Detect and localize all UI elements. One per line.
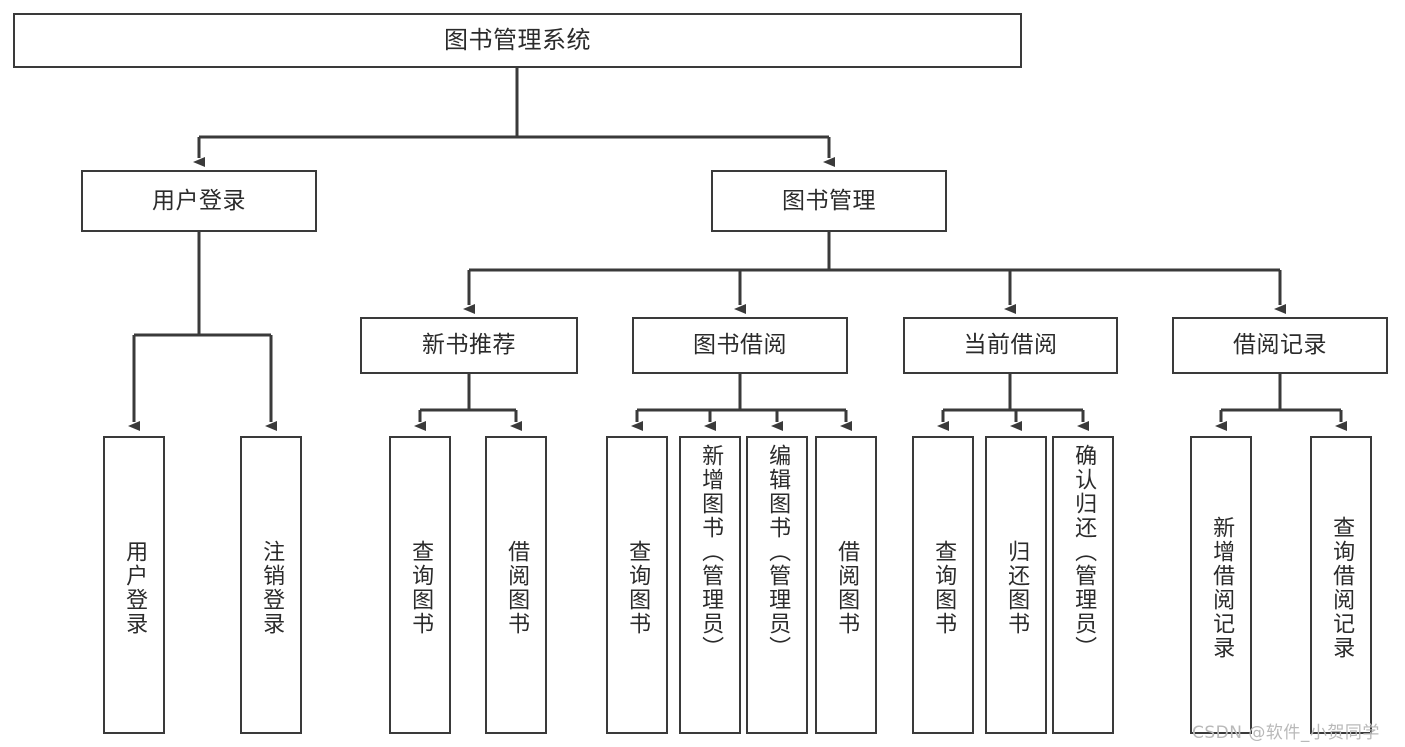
leaf-node[interactable]: 用户登录 xyxy=(103,436,165,734)
node-new-book-recommend[interactable]: 新书推荐 xyxy=(360,317,578,374)
leaf-node-label: 新增图书（管理员） xyxy=(698,444,724,660)
node-borrow-record[interactable]: 借阅记录 xyxy=(1172,317,1388,374)
leaf-node[interactable]: 查询借阅记录 xyxy=(1310,436,1372,734)
leaf-node-label: 查询图书 xyxy=(408,540,434,636)
leaf-node-label: 归还图书 xyxy=(1004,540,1030,636)
leaf-node[interactable]: 确认归还（管理员） xyxy=(1052,436,1114,734)
leaf-node-label: 编辑图书（管理员） xyxy=(765,444,791,660)
csdn-watermark: CSDN @软件_小贺同学 xyxy=(1192,723,1380,743)
leaf-node-label: 新增借阅记录 xyxy=(1209,516,1235,660)
leaf-node[interactable]: 借阅图书 xyxy=(485,436,547,734)
leaf-node-label: 借阅图书 xyxy=(834,540,860,636)
node-book-borrow[interactable]: 图书借阅 xyxy=(632,317,848,374)
node-book-management[interactable]: 图书管理 xyxy=(711,170,947,232)
leaf-node-label: 确认归还（管理员） xyxy=(1071,444,1097,660)
node-root-system[interactable]: 图书管理系统 xyxy=(13,13,1022,68)
leaf-node[interactable]: 归还图书 xyxy=(985,436,1047,734)
leaf-node[interactable]: 借阅图书 xyxy=(815,436,877,734)
leaf-node[interactable]: 查询图书 xyxy=(389,436,451,734)
leaf-node-label: 用户登录 xyxy=(122,540,148,636)
leaf-node-label: 查询图书 xyxy=(625,540,651,636)
leaf-node-label: 注销登录 xyxy=(259,540,285,636)
leaf-node[interactable]: 查询图书 xyxy=(606,436,668,734)
leaf-node-label: 查询图书 xyxy=(931,540,957,636)
node-current-borrow[interactable]: 当前借阅 xyxy=(903,317,1118,374)
leaf-node[interactable]: 新增借阅记录 xyxy=(1190,436,1252,734)
node-user-login[interactable]: 用户登录 xyxy=(81,170,317,232)
leaf-node[interactable]: 注销登录 xyxy=(240,436,302,734)
leaf-node[interactable]: 编辑图书（管理员） xyxy=(746,436,808,734)
leaf-node[interactable]: 查询图书 xyxy=(912,436,974,734)
leaf-node[interactable]: 新增图书（管理员） xyxy=(679,436,741,734)
leaf-node-label: 借阅图书 xyxy=(504,540,530,636)
leaf-node-label: 查询借阅记录 xyxy=(1329,516,1355,660)
